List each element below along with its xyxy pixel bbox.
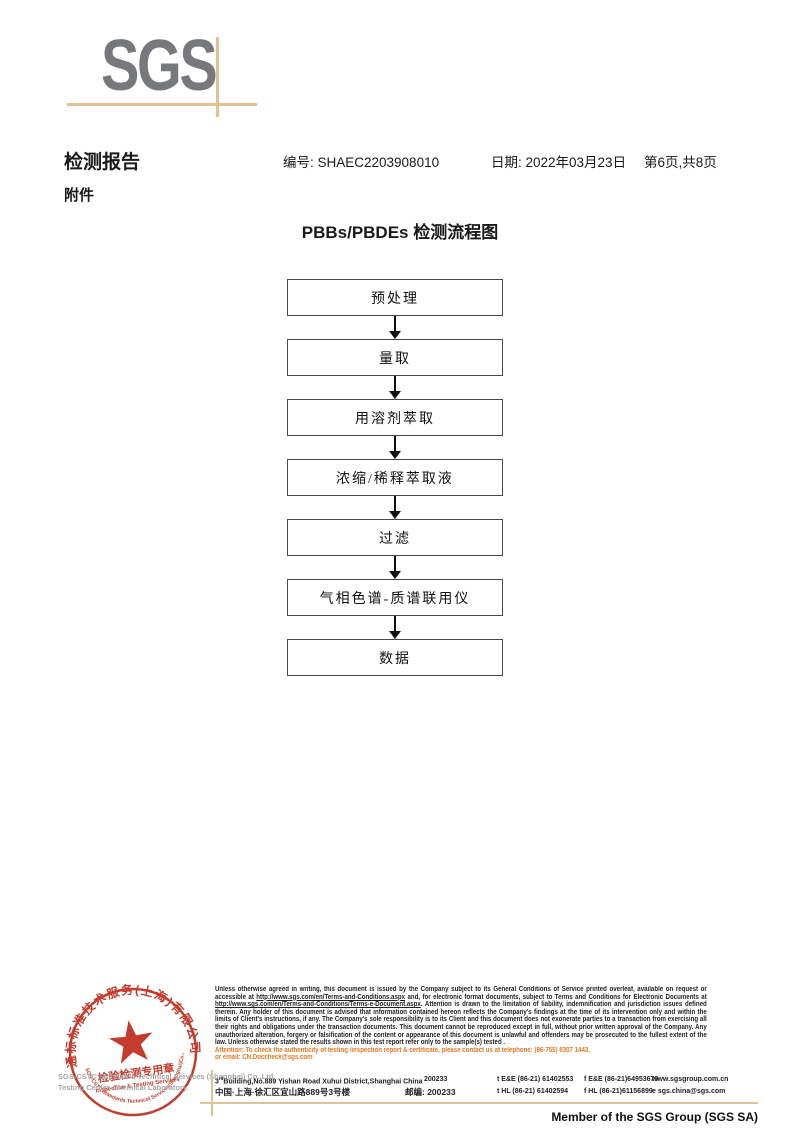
page-indicator: 第6页,共8页 [644, 155, 717, 170]
flow-arrow-icon [389, 376, 401, 399]
flow-arrow-icon [389, 556, 401, 579]
address-en-rest: Building,No.889 Yishan Road Xuhui Distri… [223, 1078, 423, 1086]
company-name-line: SGS-CSTC Standards Technical Services (S… [58, 1072, 276, 1081]
legal-seg1: Unless otherwise agreed in writing, this… [215, 986, 707, 1001]
logo-vertical-line [216, 37, 219, 117]
flow-step-filter: 过滤 [287, 519, 503, 556]
terms-e-document-url: http://www.sgs.com/en/Terms-and-Conditio… [215, 1001, 421, 1009]
legal-text-block: Unless otherwise agreed in writing, this… [215, 986, 707, 1062]
attention-line1: Attention: To check the authenticity of … [215, 1046, 590, 1054]
flowchart-title: PBBs/PBDEs 检测流程图 [301, 223, 499, 242]
fax-ee: f E&E (86-21)64953679 [584, 1076, 659, 1083]
stamp-ring [68, 987, 198, 1117]
sgs-logo: SGS [101, 26, 218, 106]
address-cn: 中国·上海·徐汇区宜山路889号3号楼 [215, 1087, 351, 1097]
legal-seg2: and, for electronic format documents, su… [405, 993, 707, 1001]
legal-paragraph: Unless otherwise agreed in writing, this… [215, 986, 707, 1047]
report-date: 日期: 2022年03月23日 [491, 155, 627, 170]
flow-arrow-icon [389, 316, 401, 339]
tel-ee: t E&E (86-21) 61402553 [497, 1076, 574, 1083]
company-lab-line: Testing Center-Chemical Laboratory. [58, 1083, 189, 1092]
flow-arrow-icon [389, 496, 401, 519]
address-en: 3rdBuilding,No.889 Yishan Road Xuhui Dis… [215, 1076, 423, 1085]
footer-vertical-line [211, 1070, 213, 1116]
tel-hl: t HL (86-21) 61402594 [497, 1088, 569, 1095]
flow-arrow-icon [389, 616, 401, 639]
flow-step-concentrate-dilute: 浓缩/稀释萃取液 [287, 459, 503, 496]
logo-horizontal-line [67, 103, 257, 106]
email: e sgs.china@sgs.com [652, 1088, 726, 1095]
fax-hl: f HL (86-21)61156899 [584, 1088, 653, 1095]
flow-arrow-icon [389, 436, 401, 459]
attention-line2: or email: CN.Doccheck@sgs.com [215, 1054, 313, 1062]
address-en-sup: rd [218, 1076, 224, 1081]
postcode-en: 200233 [424, 1076, 448, 1083]
footer-horizontal-line [200, 1102, 758, 1104]
terms-url: http://www.sgs.com/en/Terms-and-Conditio… [256, 993, 406, 1001]
address-en-number: 3 [215, 1078, 219, 1086]
sgs-member-line: Member of the SGS Group (SGS SA) [551, 1110, 758, 1124]
postcode-cn: 邮编: 200233 [405, 1087, 456, 1097]
inspection-stamp: 通标标准技术服务(上海)有限公司 SGS-CSTC Standards Tech… [58, 982, 203, 1117]
legal-seg3: . Attention is drawn to the limitation o… [215, 1001, 707, 1047]
flow-step-measure: 量取 [287, 339, 503, 376]
flow-step-pretreatment: 预处理 [287, 279, 503, 316]
flow-step-data: 数据 [287, 639, 503, 676]
website: www.sgsgroup.com.cn [652, 1076, 729, 1083]
star-icon [108, 1020, 153, 1064]
attachment-label: 附件 [64, 187, 95, 204]
flow-step-gcms: 气相色谱-质谱联用仪 [287, 579, 503, 616]
report-title: 检测报告 [64, 152, 141, 173]
flow-step-solvent-extraction: 用溶剂萃取 [287, 399, 503, 436]
report-number: 编号: SHAEC2203908010 [283, 155, 440, 170]
